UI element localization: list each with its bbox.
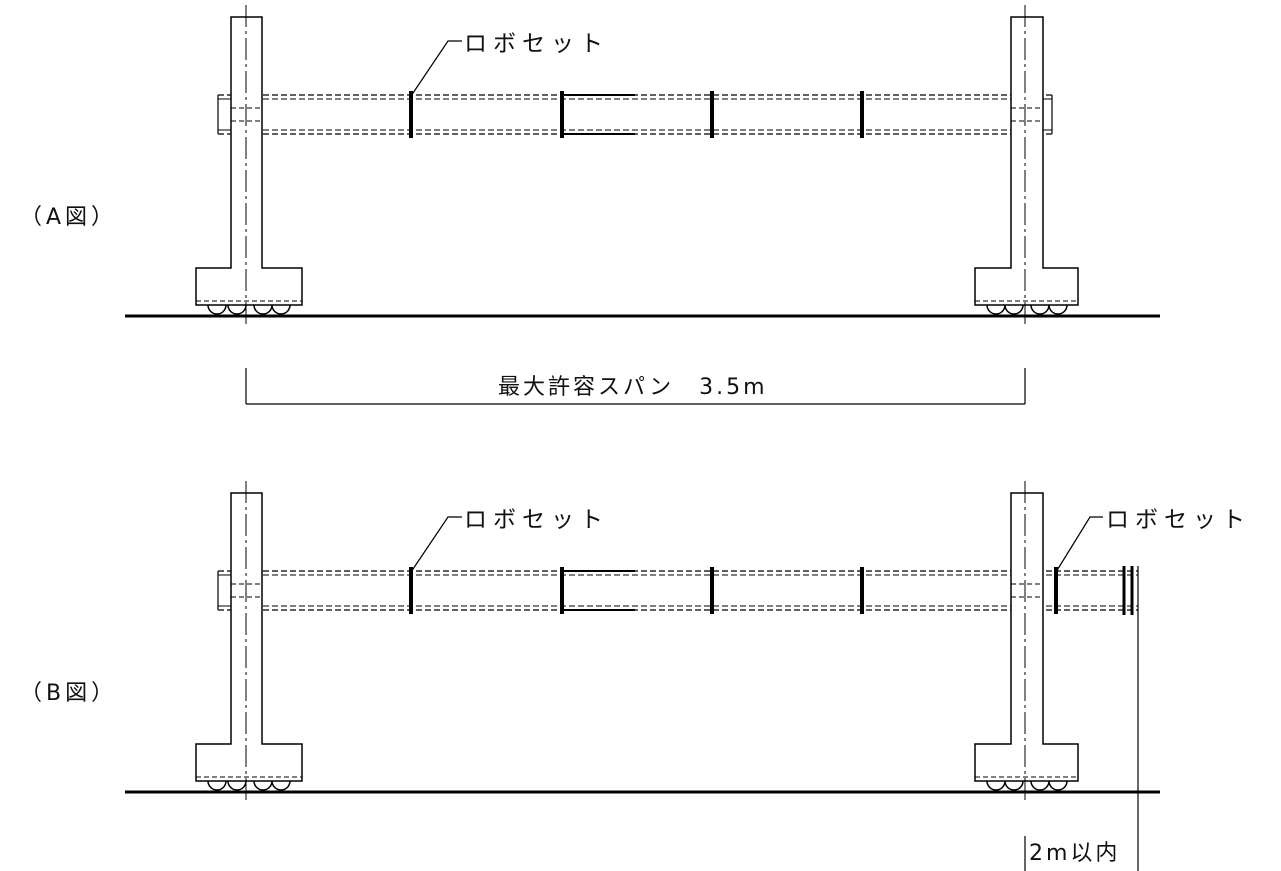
post-right-b (974, 481, 1079, 804)
post-left-b (195, 481, 303, 804)
end-cap-b (1122, 566, 1134, 615)
callout-label-b-main: ロボセット (464, 507, 609, 533)
figure-label-b: （B図） (20, 681, 117, 706)
figure-b: ロボセット ロボセット （B図） (20, 481, 1251, 804)
callout-label-a: ロボセット (464, 31, 609, 57)
post-left-a (195, 5, 303, 328)
span-dimension (245, 368, 1026, 405)
callout-leader-b-main (410, 516, 462, 573)
callout-leader-a (410, 40, 462, 97)
span-dimension-label: 最大許容スパン 3.5m (498, 375, 768, 400)
callout-leader-b-right (1055, 516, 1103, 573)
rail-b (217, 570, 1138, 611)
overhang-dimension (1024, 615, 1139, 871)
post-right-a (974, 5, 1079, 328)
figure-a: ロボセット （A図） (20, 5, 1160, 328)
joints-a (409, 91, 864, 138)
overhang-dimension-label: 2m以内 (1029, 841, 1120, 866)
figure-label-a: （A図） (20, 205, 117, 230)
rail-a (217, 94, 1053, 135)
callout-label-b-right: ロボセット (1106, 507, 1251, 533)
joints-b (409, 567, 1058, 614)
